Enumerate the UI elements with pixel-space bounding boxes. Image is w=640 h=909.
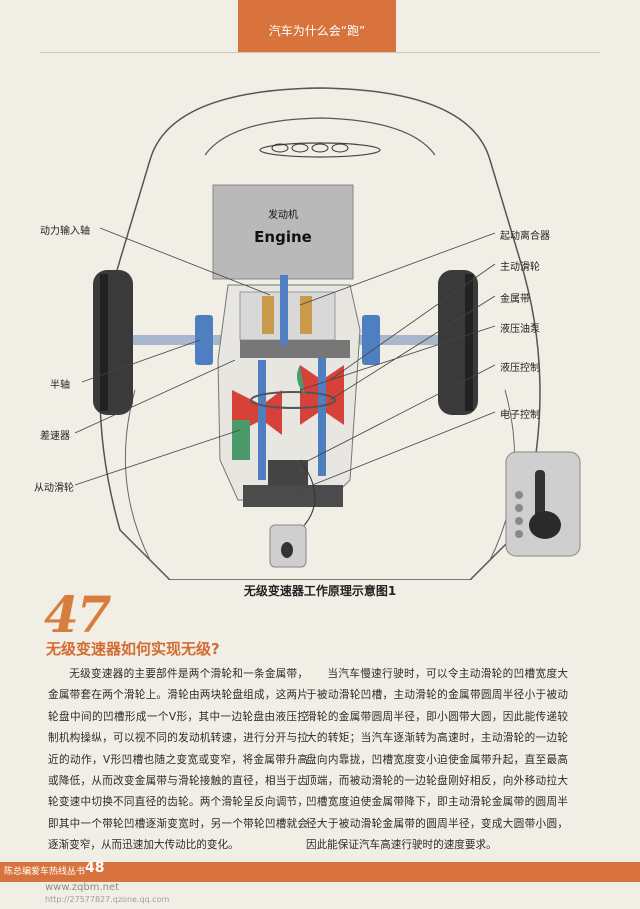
body-paragraph-right: 当汽车慢速行驶时，可以令主动滑轮的凹槽宽度大于被动滑轮凹槽，主动滑轮的金属带圆周… [306, 664, 568, 857]
callout-hydraulic-pump: 液压油泵 [500, 324, 540, 335]
header-section-title: 汽车为什么会“跑” [268, 24, 366, 38]
left-wheel-tread [100, 274, 108, 411]
figure-caption: 无级变速器工作原理示意图1 [243, 584, 397, 598]
callout-line-start-clutch [299, 232, 496, 306]
car-chassis-illustration: 发动机 Engine [74, 87, 581, 581]
gear-set [240, 340, 350, 358]
drive-pulley-shaft [318, 358, 326, 476]
callout-line-metal-belt [329, 295, 496, 401]
section-number: 47 [44, 585, 112, 644]
watermark-url: http://27577827.qzone.qq.com [45, 895, 170, 904]
shifter-knob [529, 511, 561, 539]
small-shifter-knob [281, 542, 293, 558]
callout-line-driven-pulley [74, 429, 241, 486]
callout-line-drive-pulley [329, 263, 496, 381]
car-body-outline [99, 87, 541, 581]
callout-line-differential [74, 359, 236, 434]
callout-line-input-shaft [99, 227, 271, 296]
callout-line-half-shaft [81, 339, 201, 383]
watermark-site: www.zqbm.net [45, 882, 120, 893]
logo-ring-2 [291, 143, 309, 153]
callout-driven-pulley: 从动滑轮 [34, 483, 74, 494]
cvt-diagram: 发动机 Engine [0, 60, 640, 581]
header-section-tab: 汽车为什么会“跑” [238, 0, 396, 52]
callout-differential: 差速器 [40, 431, 70, 442]
logo-ring-3 [311, 143, 329, 153]
engine-label-cn: 发动机 [268, 208, 298, 221]
right-wheel-tread [465, 274, 473, 411]
callout-electronic-control: 电子控制 [500, 410, 540, 421]
oil-pan [243, 485, 343, 507]
driven-piston [232, 420, 250, 460]
callout-hydraulic-control: 液压控制 [500, 363, 540, 374]
engine-block [212, 184, 354, 280]
logo-ring-4 [331, 143, 349, 153]
shifter-indicator-3 [515, 517, 523, 525]
logo-ring-1 [271, 143, 289, 153]
callout-half-shaft: 半轴 [50, 380, 70, 391]
footer-bar [0, 862, 640, 882]
grille [259, 142, 381, 158]
body-text-left: 无级变速器的主要部件是两个滑轮和一条金属带，金属带套在两个滑轮上。滑轮由两块轮盘… [48, 668, 308, 852]
driven-pulley-shaft [258, 360, 266, 480]
body-text-right: 当汽车慢速行驶时，可以令主动滑轮的凹槽宽度大于被动滑轮凹槽，主动滑轮的金属带圆周… [306, 668, 568, 852]
driven-pulley-right-half [262, 390, 282, 435]
header-rule [40, 52, 600, 53]
metal-belt [250, 391, 336, 409]
right-cv-joint [362, 315, 380, 365]
callout-input-shaft: 动力输入轴 [40, 226, 90, 237]
shifter-indicator-4 [515, 530, 523, 538]
section-heading: 无级变速器如何实现无级? [46, 640, 220, 658]
input-shaft [280, 275, 288, 345]
hood-line [204, 117, 436, 156]
shifter-indicator-2 [515, 504, 523, 512]
body-paragraph-left: 无级变速器的主要部件是两个滑轮和一条金属带，金属带套在两个滑轮上。滑轮由两块轮盘… [48, 664, 308, 857]
footer-series-name: 陈总编爱车热线丛书 [4, 867, 86, 877]
left-cv-joint [195, 315, 213, 365]
body-contour-left [124, 389, 151, 561]
left-wheel [93, 270, 133, 415]
callout-start-clutch: 起动离合器 [500, 231, 550, 242]
callout-drive-pulley: 主动滑轮 [500, 262, 540, 273]
callout-line-pump [299, 325, 496, 391]
page-number: 48 [85, 860, 105, 876]
callout-metal-belt: 金属带 [500, 294, 530, 305]
shifter-indicator-1 [515, 491, 523, 499]
hydraulic-pump [296, 365, 305, 395]
drive-pulley-right-half [322, 365, 344, 425]
drive-pulley-left-half [300, 365, 322, 425]
callout-line-electronic [299, 411, 496, 491]
clutch-spring-2 [300, 296, 312, 334]
engine-label-en: Engine [254, 228, 312, 246]
callout-line-hydraulic [289, 364, 496, 471]
clutch-spring [262, 296, 274, 334]
